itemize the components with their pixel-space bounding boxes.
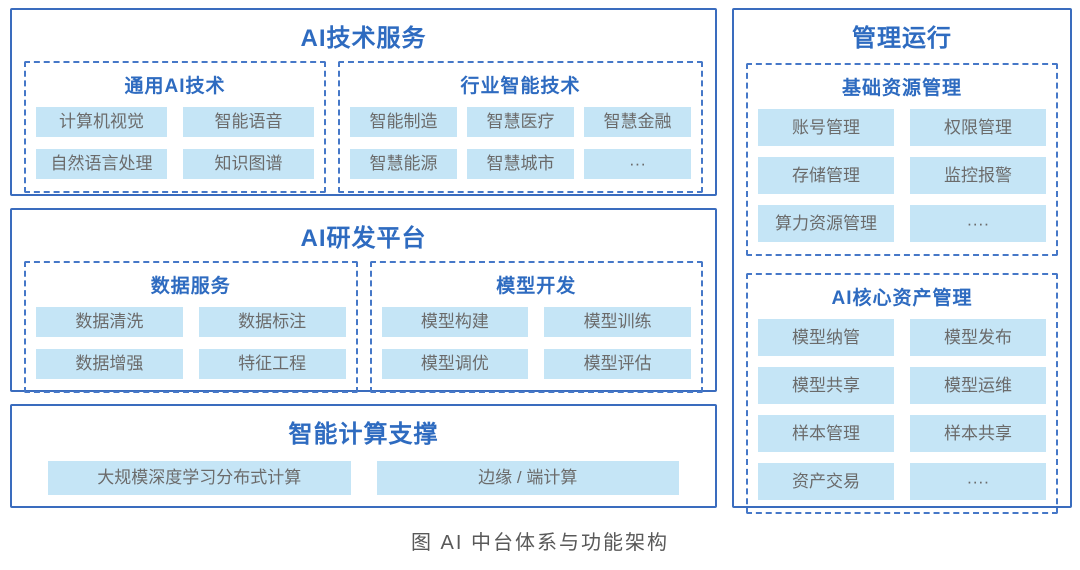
panel-computing-support: 智能计算支撑 大规模深度学习分布式计算 边缘 / 端计算	[10, 404, 717, 508]
chip-model-building: 模型构建	[381, 307, 529, 337]
group-industry-ai-tech: 行业智能技术 智能制造 智慧医疗 智慧金融 智慧能源 智慧城市 ···	[338, 61, 703, 193]
chip-model-training: 模型训练	[544, 307, 691, 337]
chip-model-ops: 模型运维	[910, 367, 1046, 404]
group-ai-core-asset-mgmt-title: AI核心资产管理	[831, 288, 973, 309]
panel-ai-tech-services: AI技术服务 通用AI技术 计算机视觉 智能语音 自然语言处理 知识图谱 行业智…	[10, 8, 717, 196]
group-model-development: 模型开发 模型构建 模型训练 模型调优 模型评估	[369, 261, 703, 393]
group-model-development-title: 模型开发	[496, 276, 577, 297]
group-industry-ai-tech-title: 行业智能技术	[460, 76, 581, 97]
chip-model-evaluation: 模型评估	[544, 349, 691, 379]
group-ai-core-asset-mgmt: AI核心资产管理 模型纳管 模型发布 模型共享 模型运维 样本管理 样本共享 资…	[746, 273, 1058, 514]
chip-model-tuning: 模型调优	[381, 349, 529, 379]
chip-intelligent-manufacturing: 智能制造	[350, 107, 457, 137]
group-data-services: 数据服务 数据清洗 数据标注 数据增强 特征工程	[24, 261, 358, 393]
group-data-services-title: 数据服务	[150, 276, 231, 297]
chip-asset-trading: 资产交易	[758, 463, 894, 500]
group-general-ai-tech-title: 通用AI技术	[124, 76, 226, 97]
chip-model-sharing: 模型共享	[758, 367, 894, 404]
group-basic-resource-mgmt: 基础资源管理 账号管理 权限管理 存储管理 监控报警 算力资源管理 ····	[746, 63, 1058, 256]
panel-ai-rd-platform-title: AI研发平台	[300, 225, 427, 252]
group-model-development-grid: 模型构建 模型训练 模型调优 模型评估	[381, 307, 691, 379]
chip-permission-mgmt: 权限管理	[910, 109, 1046, 146]
group-basic-resource-mgmt-grid: 账号管理 权限管理 存储管理 监控报警 算力资源管理 ····	[758, 109, 1046, 242]
chip-intelligent-speech: 智能语音	[183, 107, 314, 137]
chip-data-cleaning: 数据清洗	[36, 307, 183, 337]
panel-management-operation-title: 管理运行	[852, 25, 952, 52]
chip-ellipsis-resource: ····	[910, 205, 1046, 242]
chip-model-onboarding: 模型纳管	[758, 319, 894, 356]
chip-smart-finance: 智慧金融	[584, 107, 691, 137]
panel-ai-tech-services-title: AI技术服务	[300, 25, 427, 52]
panel-computing-support-title: 智能计算支撑	[288, 421, 439, 448]
left-column: AI技术服务 通用AI技术 计算机视觉 智能语音 自然语言处理 知识图谱 行业智…	[10, 8, 717, 508]
chip-knowledge-graph: 知识图谱	[183, 149, 314, 179]
group-general-ai-tech-grid: 计算机视觉 智能语音 自然语言处理 知识图谱	[36, 107, 314, 179]
computing-support-row: 大规模深度学习分布式计算 边缘 / 端计算	[24, 457, 703, 495]
chip-data-augmentation: 数据增强	[36, 349, 183, 379]
chip-sample-sharing: 样本共享	[910, 415, 1046, 452]
ai-tech-services-groups: 通用AI技术 计算机视觉 智能语音 自然语言处理 知识图谱 行业智能技术 智能制…	[24, 61, 703, 193]
chip-account-mgmt: 账号管理	[758, 109, 894, 146]
group-basic-resource-mgmt-title: 基础资源管理	[841, 78, 962, 99]
chip-smart-healthcare: 智慧医疗	[467, 107, 574, 137]
chip-feature-engineering: 特征工程	[198, 349, 346, 379]
chip-monitoring-alert: 监控报警	[910, 157, 1046, 194]
chip-ellipsis-asset: ····	[910, 463, 1046, 500]
architecture-diagram: AI技术服务 通用AI技术 计算机视觉 智能语音 自然语言处理 知识图谱 行业智…	[10, 8, 1072, 514]
chip-data-labeling: 数据标注	[198, 307, 346, 337]
chip-smart-energy: 智慧能源	[350, 149, 457, 179]
chip-model-publishing: 模型发布	[910, 319, 1046, 356]
chip-compute-resource-mgmt: 算力资源管理	[758, 205, 894, 242]
group-industry-ai-tech-grid: 智能制造 智慧医疗 智慧金融 智慧能源 智慧城市 ···	[350, 107, 691, 179]
group-ai-core-asset-mgmt-grid: 模型纳管 模型发布 模型共享 模型运维 样本管理 样本共享 资产交易 ····	[758, 319, 1046, 500]
chip-sample-mgmt: 样本管理	[758, 415, 894, 452]
right-column: 管理运行 基础资源管理 账号管理 权限管理 存储管理 监控报警 算力资源管理 ·…	[732, 8, 1072, 514]
chip-storage-mgmt: 存储管理	[758, 157, 894, 194]
group-general-ai-tech: 通用AI技术 计算机视觉 智能语音 自然语言处理 知识图谱	[24, 61, 326, 193]
chip-edge-computing: 边缘 / 端计算	[376, 461, 679, 495]
chip-ellipsis-industry: ···	[584, 149, 691, 179]
ai-rd-platform-groups: 数据服务 数据清洗 数据标注 数据增强 特征工程 模型开发 模型构建 模型训练 …	[24, 261, 703, 393]
chip-computer-vision: 计算机视觉	[36, 107, 167, 137]
panel-management-operation: 管理运行 基础资源管理 账号管理 权限管理 存储管理 监控报警 算力资源管理 ·…	[732, 8, 1072, 514]
panel-ai-rd-platform: AI研发平台 数据服务 数据清洗 数据标注 数据增强 特征工程 模型开发 模型构…	[10, 208, 717, 393]
figure-caption: 图 AI 中台体系与功能架构	[410, 532, 669, 554]
chip-smart-city: 智慧城市	[467, 149, 574, 179]
group-data-services-grid: 数据清洗 数据标注 数据增强 特征工程	[36, 307, 346, 379]
chip-nlp: 自然语言处理	[36, 149, 167, 179]
chip-distributed-dl-computing: 大规模深度学习分布式计算	[48, 461, 351, 495]
